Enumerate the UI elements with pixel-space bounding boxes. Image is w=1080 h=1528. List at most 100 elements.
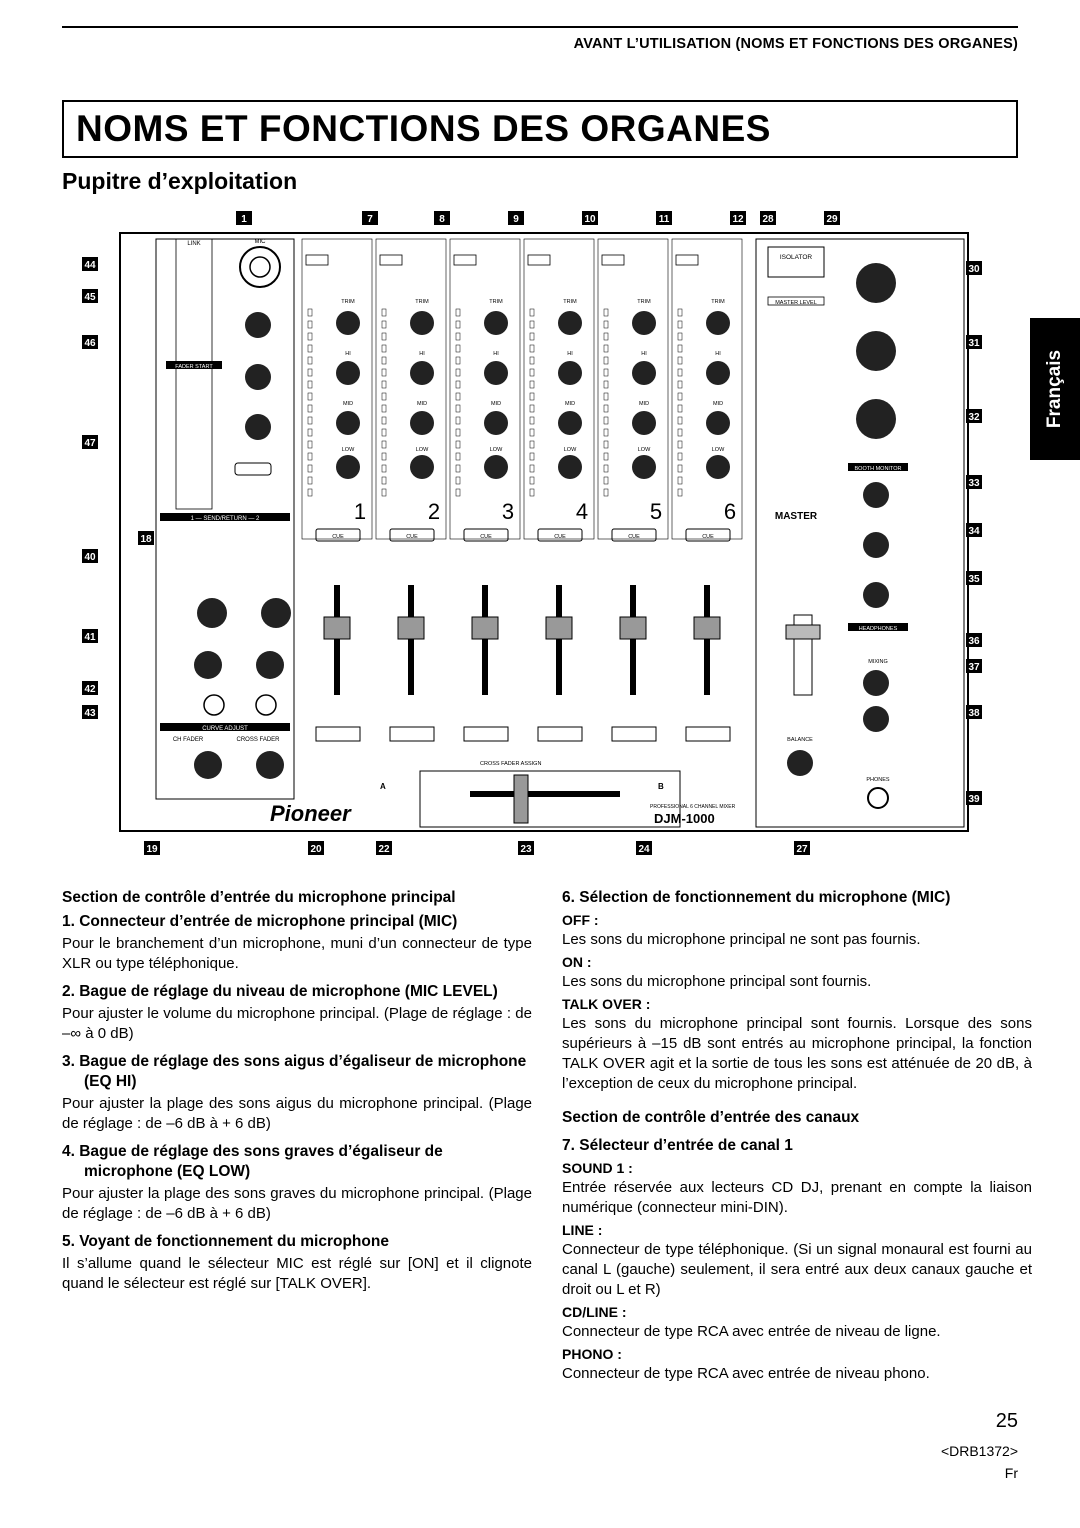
svg-text:9: 9 bbox=[513, 214, 519, 225]
mid-label: MID bbox=[417, 401, 427, 407]
item-5-heading: 5. Voyant de fonctionnement du microphon… bbox=[62, 1233, 389, 1250]
language-tab: Français bbox=[1030, 318, 1080, 460]
mic-label: MIC bbox=[255, 239, 267, 245]
master-section bbox=[755, 238, 965, 828]
curve-adjust-label: CURVE ADJUST bbox=[202, 726, 248, 732]
trim-label: TRIM bbox=[415, 299, 429, 305]
low-label: LOW bbox=[712, 447, 725, 453]
item-6-on-text: Les sons du microphone principal sont fo… bbox=[562, 973, 872, 990]
language-tab-label: Français bbox=[1044, 349, 1065, 429]
item-6-talkover-text: Les sons du microphone principal sont fo… bbox=[562, 1015, 1032, 1092]
item-7-phono-text: Connecteur de type RCA avec entrée de ni… bbox=[562, 1365, 930, 1382]
svg-text:19: 19 bbox=[146, 844, 158, 855]
trim-label: TRIM bbox=[341, 299, 355, 305]
mic-knobs bbox=[194, 312, 291, 779]
svg-text:43: 43 bbox=[84, 708, 96, 719]
svg-text:39: 39 bbox=[968, 794, 980, 805]
cross-fader-a: A bbox=[380, 782, 386, 791]
mixing-label: MIXING bbox=[868, 659, 888, 665]
item-6-off-text: Les sons du microphone principal ne sont… bbox=[562, 931, 921, 948]
cue-label: CUE bbox=[332, 534, 344, 540]
callout-right-33: 33 bbox=[966, 475, 982, 489]
callout-top-8: 8 bbox=[434, 211, 450, 225]
channel-number: 5 bbox=[650, 499, 662, 524]
callout-left-46: 46 bbox=[82, 335, 98, 349]
svg-text:7: 7 bbox=[367, 214, 373, 225]
channel-number: 4 bbox=[576, 499, 588, 524]
channel-number: 2 bbox=[428, 499, 440, 524]
item-6-heading: 6. Sélection de fonctionnement du microp… bbox=[562, 889, 951, 906]
item-2-text: Pour ajuster le volume du microphone pri… bbox=[62, 1005, 532, 1042]
callout-right-35: 35 bbox=[966, 571, 982, 585]
svg-text:24: 24 bbox=[638, 844, 650, 855]
svg-text:38: 38 bbox=[968, 708, 980, 719]
callout-right-36: 36 bbox=[966, 633, 982, 647]
model-name: DJM-1000 bbox=[654, 811, 715, 826]
callout-top-29: 29 bbox=[824, 211, 840, 225]
cue-label: CUE bbox=[406, 534, 418, 540]
trim-label: TRIM bbox=[489, 299, 503, 305]
callout-left-44: 44 bbox=[82, 257, 98, 271]
channel-number: 1 bbox=[354, 499, 366, 524]
callout-bottom-22: 22 bbox=[376, 841, 392, 855]
page-title: NOMS ET FONCTIONS DES ORGANES bbox=[76, 108, 771, 149]
svg-text:37: 37 bbox=[968, 662, 980, 673]
callout-left-41: 41 bbox=[82, 629, 98, 643]
section-subtitle: Pupitre d’exploitation bbox=[62, 168, 298, 194]
callout-right-32: 32 bbox=[966, 409, 982, 423]
callout-right-39: 39 bbox=[966, 791, 982, 805]
svg-text:31: 31 bbox=[968, 338, 980, 349]
callout-top-1: 1 bbox=[236, 211, 252, 225]
channel-number: 3 bbox=[502, 499, 514, 524]
callout-right-31: 31 bbox=[966, 335, 982, 349]
low-label: LOW bbox=[416, 447, 429, 453]
mid-label: MID bbox=[491, 401, 501, 407]
callout-top-12: 12 bbox=[730, 211, 746, 225]
cross-fader-assign-label: CROSS FADER ASSIGN bbox=[480, 761, 541, 767]
callout-right-38: 38 bbox=[966, 705, 982, 719]
cue-label: CUE bbox=[628, 534, 640, 540]
svg-text:34: 34 bbox=[968, 526, 980, 537]
svg-text:33: 33 bbox=[968, 478, 980, 489]
cross-fader-b: B bbox=[658, 782, 664, 791]
callout-left-42: 42 bbox=[82, 681, 98, 695]
low-label: LOW bbox=[342, 447, 355, 453]
callout-left-47: 47 bbox=[82, 435, 98, 449]
master-level-label: MASTER LEVEL bbox=[775, 300, 817, 306]
item-1-heading: 1. Connecteur d’entrée de microphone pri… bbox=[62, 913, 458, 930]
item-7-sound1-text: Entrée réservée aux lecteurs CD DJ, pren… bbox=[562, 1179, 1032, 1216]
send-return-label: 1 — SEND/RETURN — 2 bbox=[191, 516, 260, 522]
svg-text:8: 8 bbox=[439, 214, 445, 225]
page-number: 25 bbox=[995, 1410, 1018, 1432]
item-1-text: Pour le branchement d’un microphone, mun… bbox=[62, 935, 532, 972]
low-label: LOW bbox=[564, 447, 577, 453]
hi-label: HI bbox=[641, 351, 647, 357]
item-7-phono-label: PHONO : bbox=[562, 1346, 622, 1362]
callout-top-7: 7 bbox=[362, 211, 378, 225]
item-6-on-label: ON : bbox=[562, 954, 592, 970]
model-sub: PROFESSIONAL 6 CHANNEL MIXER bbox=[650, 804, 736, 810]
svg-text:12: 12 bbox=[732, 214, 744, 225]
svg-text:44: 44 bbox=[84, 260, 96, 271]
item-7-cdline-label: CD/LINE : bbox=[562, 1304, 627, 1320]
doc-code: <DRB1372> Fr bbox=[941, 1440, 1018, 1484]
callout-top-28: 28 bbox=[760, 211, 776, 225]
right-column: 6. Sélection de fonctionnement du microp… bbox=[562, 888, 1032, 1386]
brand-logo: Pioneer bbox=[270, 801, 352, 826]
svg-text:10: 10 bbox=[584, 214, 596, 225]
svg-text:18: 18 bbox=[140, 534, 152, 545]
callout-left-45: 45 bbox=[82, 289, 98, 303]
cue-label: CUE bbox=[480, 534, 492, 540]
item-7-line-label: LINE : bbox=[562, 1222, 603, 1238]
mic-connector bbox=[239, 246, 281, 288]
callout-bottom-20: 20 bbox=[308, 841, 324, 855]
svg-text:11: 11 bbox=[659, 214, 670, 225]
left-column: Section de contrôle d’entrée du micropho… bbox=[62, 888, 532, 1296]
callout-left-43: 43 bbox=[82, 705, 98, 719]
hi-label: HI bbox=[345, 351, 351, 357]
mid-label: MID bbox=[639, 401, 649, 407]
hi-label: HI bbox=[419, 351, 425, 357]
